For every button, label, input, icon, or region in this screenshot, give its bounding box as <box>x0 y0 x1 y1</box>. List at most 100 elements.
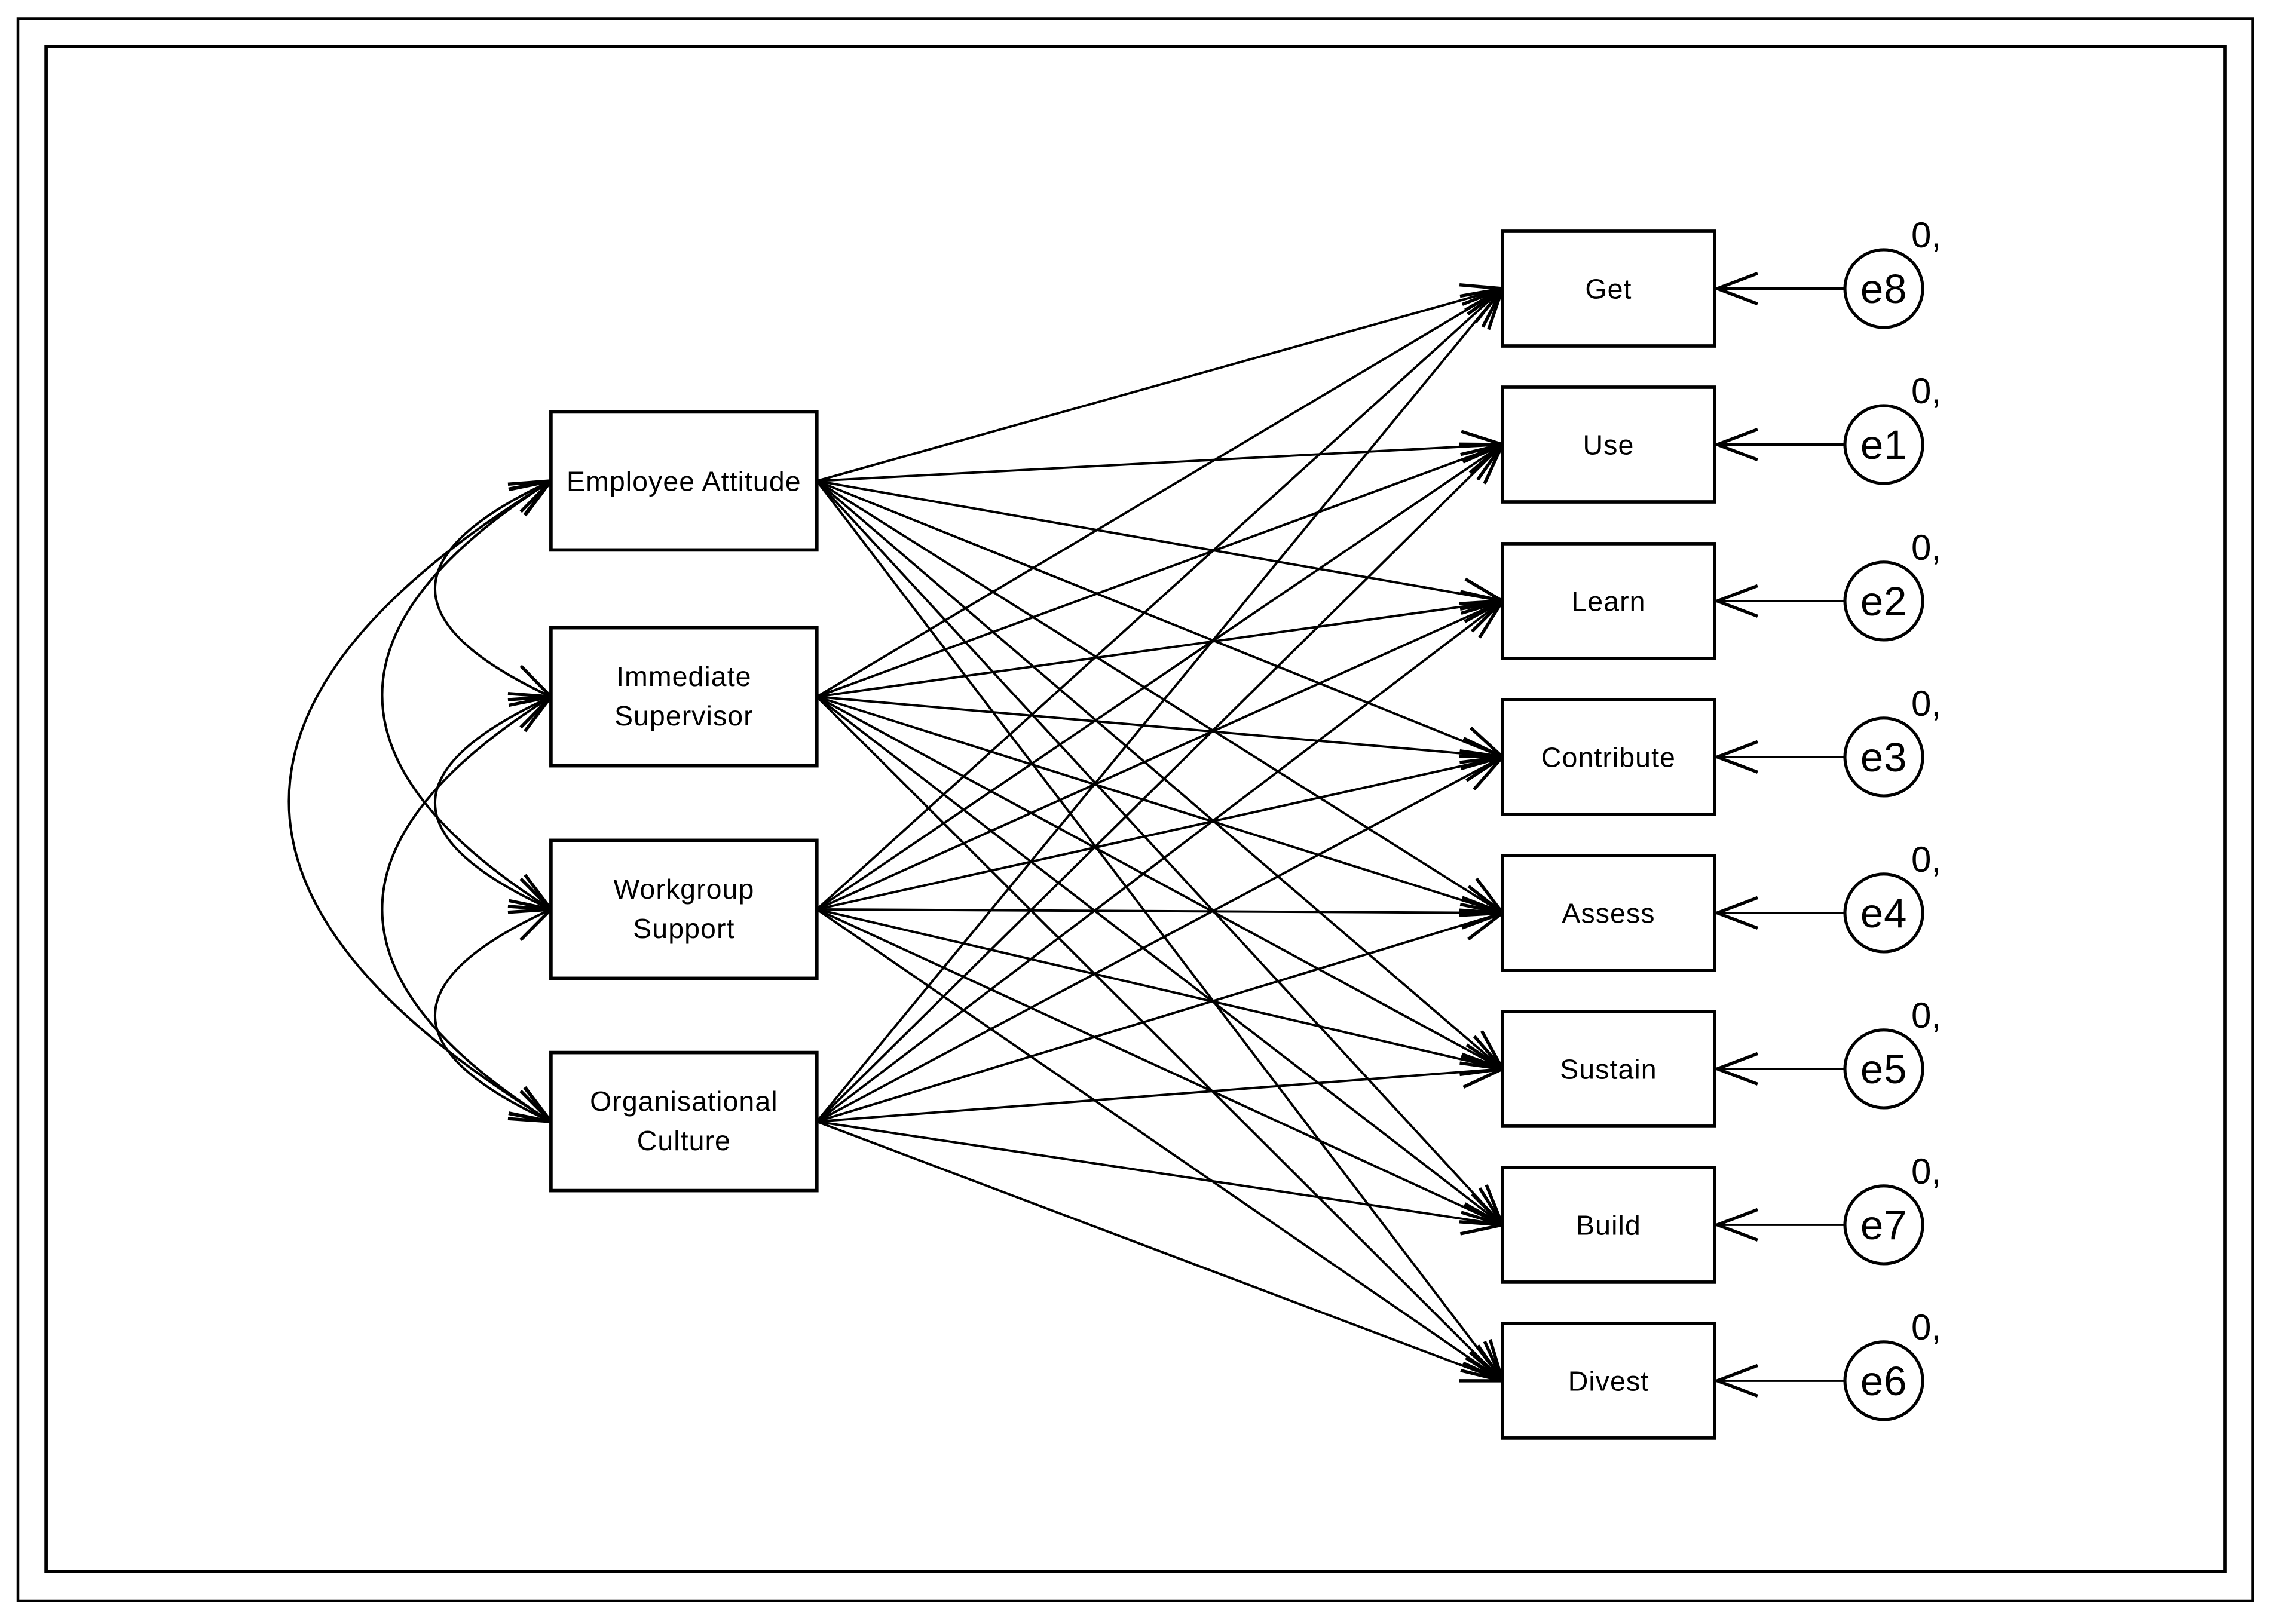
regression-path-workgroup-support-to-get <box>816 289 1502 911</box>
outcome-rect-use <box>1501 385 1716 504</box>
regression-path-immediate-supervisor-to-get <box>816 289 1502 698</box>
covariance-workgroup-support-organisational-culture <box>434 909 551 1122</box>
error-circle-e1 <box>1843 404 1924 485</box>
outcome-rect-assess <box>1501 854 1716 972</box>
outcome-rect-contribute <box>1501 698 1716 816</box>
variance-label-e7: 0, <box>1911 1151 1941 1191</box>
regression-path-workgroup-support-to-use <box>816 445 1502 911</box>
error-label-e1: e1 <box>1860 422 1908 468</box>
regression-path-organisational-culture-to-learn <box>816 601 1502 1123</box>
error-arrows <box>1717 289 1845 1381</box>
error-label-e7: e7 <box>1860 1202 1908 1248</box>
regression-path-employee-attitude-to-learn <box>816 479 1502 601</box>
error-circle-e3 <box>1843 716 1924 798</box>
regression-path-employee-attitude-to-get <box>816 289 1502 482</box>
regression-path-immediate-supervisor-to-build <box>816 695 1502 1225</box>
outcome-box-sustain: Sustain <box>1501 1010 1716 1128</box>
error-circle-e2 <box>1843 560 1924 642</box>
error-node-e2: e20, <box>1843 528 1941 642</box>
predictor-rect-immediate-supervisor <box>549 626 819 768</box>
regression-path-workgroup-support-to-contribute <box>816 757 1502 911</box>
covariance-arcs <box>287 481 551 1122</box>
predictor-label-employee-attitude: Employee Attitude <box>567 465 801 497</box>
error-node-e8: e80, <box>1843 215 1941 329</box>
error-circle-e5 <box>1843 1028 1924 1110</box>
outcome-box-contribute: Contribute <box>1501 698 1716 816</box>
outcome-box-get: Get <box>1501 229 1716 348</box>
outcome-label-assess: Assess <box>1562 897 1655 929</box>
error-circle-e7 <box>1843 1184 1924 1266</box>
variance-label-e3: 0, <box>1911 684 1941 724</box>
outcome-box-divest: Divest <box>1501 1322 1716 1440</box>
outcome-label-learn: Learn <box>1571 586 1645 617</box>
error-circle-e6 <box>1843 1340 1924 1421</box>
regression-path-organisational-culture-to-sustain <box>816 1069 1502 1123</box>
regression-path-organisational-culture-to-use <box>816 445 1502 1123</box>
regression-path-immediate-supervisor-to-sustain <box>816 695 1502 1069</box>
outcome-rect-divest <box>1501 1322 1716 1440</box>
outcome-box-build: Build <box>1501 1166 1716 1284</box>
regression-path-organisational-culture-to-divest <box>816 1120 1502 1381</box>
regression-path-workgroup-support-to-divest <box>816 908 1502 1381</box>
regression-path-employee-attitude-to-contribute <box>816 480 1502 757</box>
regression-path-employee-attitude-to-build <box>816 480 1502 1225</box>
regression-path-immediate-supervisor-to-learn <box>816 601 1502 698</box>
variance-label-e5: 0, <box>1911 995 1941 1035</box>
error-nodes: e80,e10,e20,e30,e40,e50,e70,e60, <box>1843 215 1941 1421</box>
error-circle-e8 <box>1843 248 1924 329</box>
error-label-e4: e4 <box>1860 890 1908 936</box>
outcome-rect-get <box>1501 229 1716 348</box>
error-node-e6: e60, <box>1843 1307 1941 1421</box>
covariance-immediate-supervisor-organisational-culture <box>381 697 550 1122</box>
error-label-e3: e3 <box>1860 734 1908 780</box>
error-node-e4: e40, <box>1843 839 1941 954</box>
outcome-label-build: Build <box>1576 1209 1641 1240</box>
variance-label-e2: 0, <box>1911 528 1941 568</box>
outcome-box-use: Use <box>1501 385 1716 504</box>
regression-path-organisational-culture-to-build <box>816 1120 1502 1225</box>
outcome-rect-build <box>1501 1166 1716 1284</box>
regression-path-immediate-supervisor-to-divest <box>816 695 1502 1381</box>
outcome-box-assess: Assess <box>1501 854 1716 972</box>
outcome-label-use: Use <box>1583 430 1635 461</box>
variance-label-e8: 0, <box>1911 215 1941 255</box>
outcome-boxes: GetUseLearnContributeAssessSustainBuildD… <box>1501 229 1716 1440</box>
regression-path-organisational-culture-to-get <box>816 289 1502 1123</box>
outcome-label-divest: Divest <box>1568 1365 1649 1396</box>
error-circle-e4 <box>1843 872 1924 954</box>
covariance-employee-attitude-workgroup-support <box>381 481 550 909</box>
predictor-rect-organisational-culture <box>549 1050 819 1193</box>
predictor-rect-employee-attitude <box>549 410 819 552</box>
regression-paths <box>816 289 1502 1381</box>
error-label-e6: e6 <box>1860 1358 1908 1404</box>
error-node-e1: e10, <box>1843 371 1941 485</box>
covariance-employee-attitude-organisational-culture <box>287 481 550 1122</box>
inner-frame <box>44 45 2227 1573</box>
predictor-rect-workgroup-support <box>549 838 819 980</box>
regression-path-workgroup-support-to-sustain <box>816 908 1502 1069</box>
outer-frame <box>16 17 2254 1602</box>
regression-path-organisational-culture-to-assess <box>816 913 1502 1123</box>
regression-path-employee-attitude-to-sustain <box>816 480 1502 1069</box>
outcome-label-get: Get <box>1585 274 1632 305</box>
regression-path-employee-attitude-to-assess <box>816 480 1502 913</box>
regression-path-employee-attitude-to-use <box>816 445 1502 482</box>
covariance-immediate-supervisor-workgroup-support <box>434 697 551 909</box>
variance-label-e6: 0, <box>1911 1307 1941 1347</box>
regression-path-immediate-supervisor-to-assess <box>816 695 1502 913</box>
regression-path-workgroup-support-to-assess <box>816 909 1502 913</box>
outcome-label-contribute: Contribute <box>1541 741 1676 773</box>
outcome-box-learn: Learn <box>1501 542 1716 660</box>
error-label-e8: e8 <box>1860 266 1908 312</box>
error-label-e5: e5 <box>1860 1046 1908 1092</box>
regression-path-employee-attitude-to-divest <box>816 480 1502 1381</box>
error-node-e7: e70, <box>1843 1151 1941 1266</box>
